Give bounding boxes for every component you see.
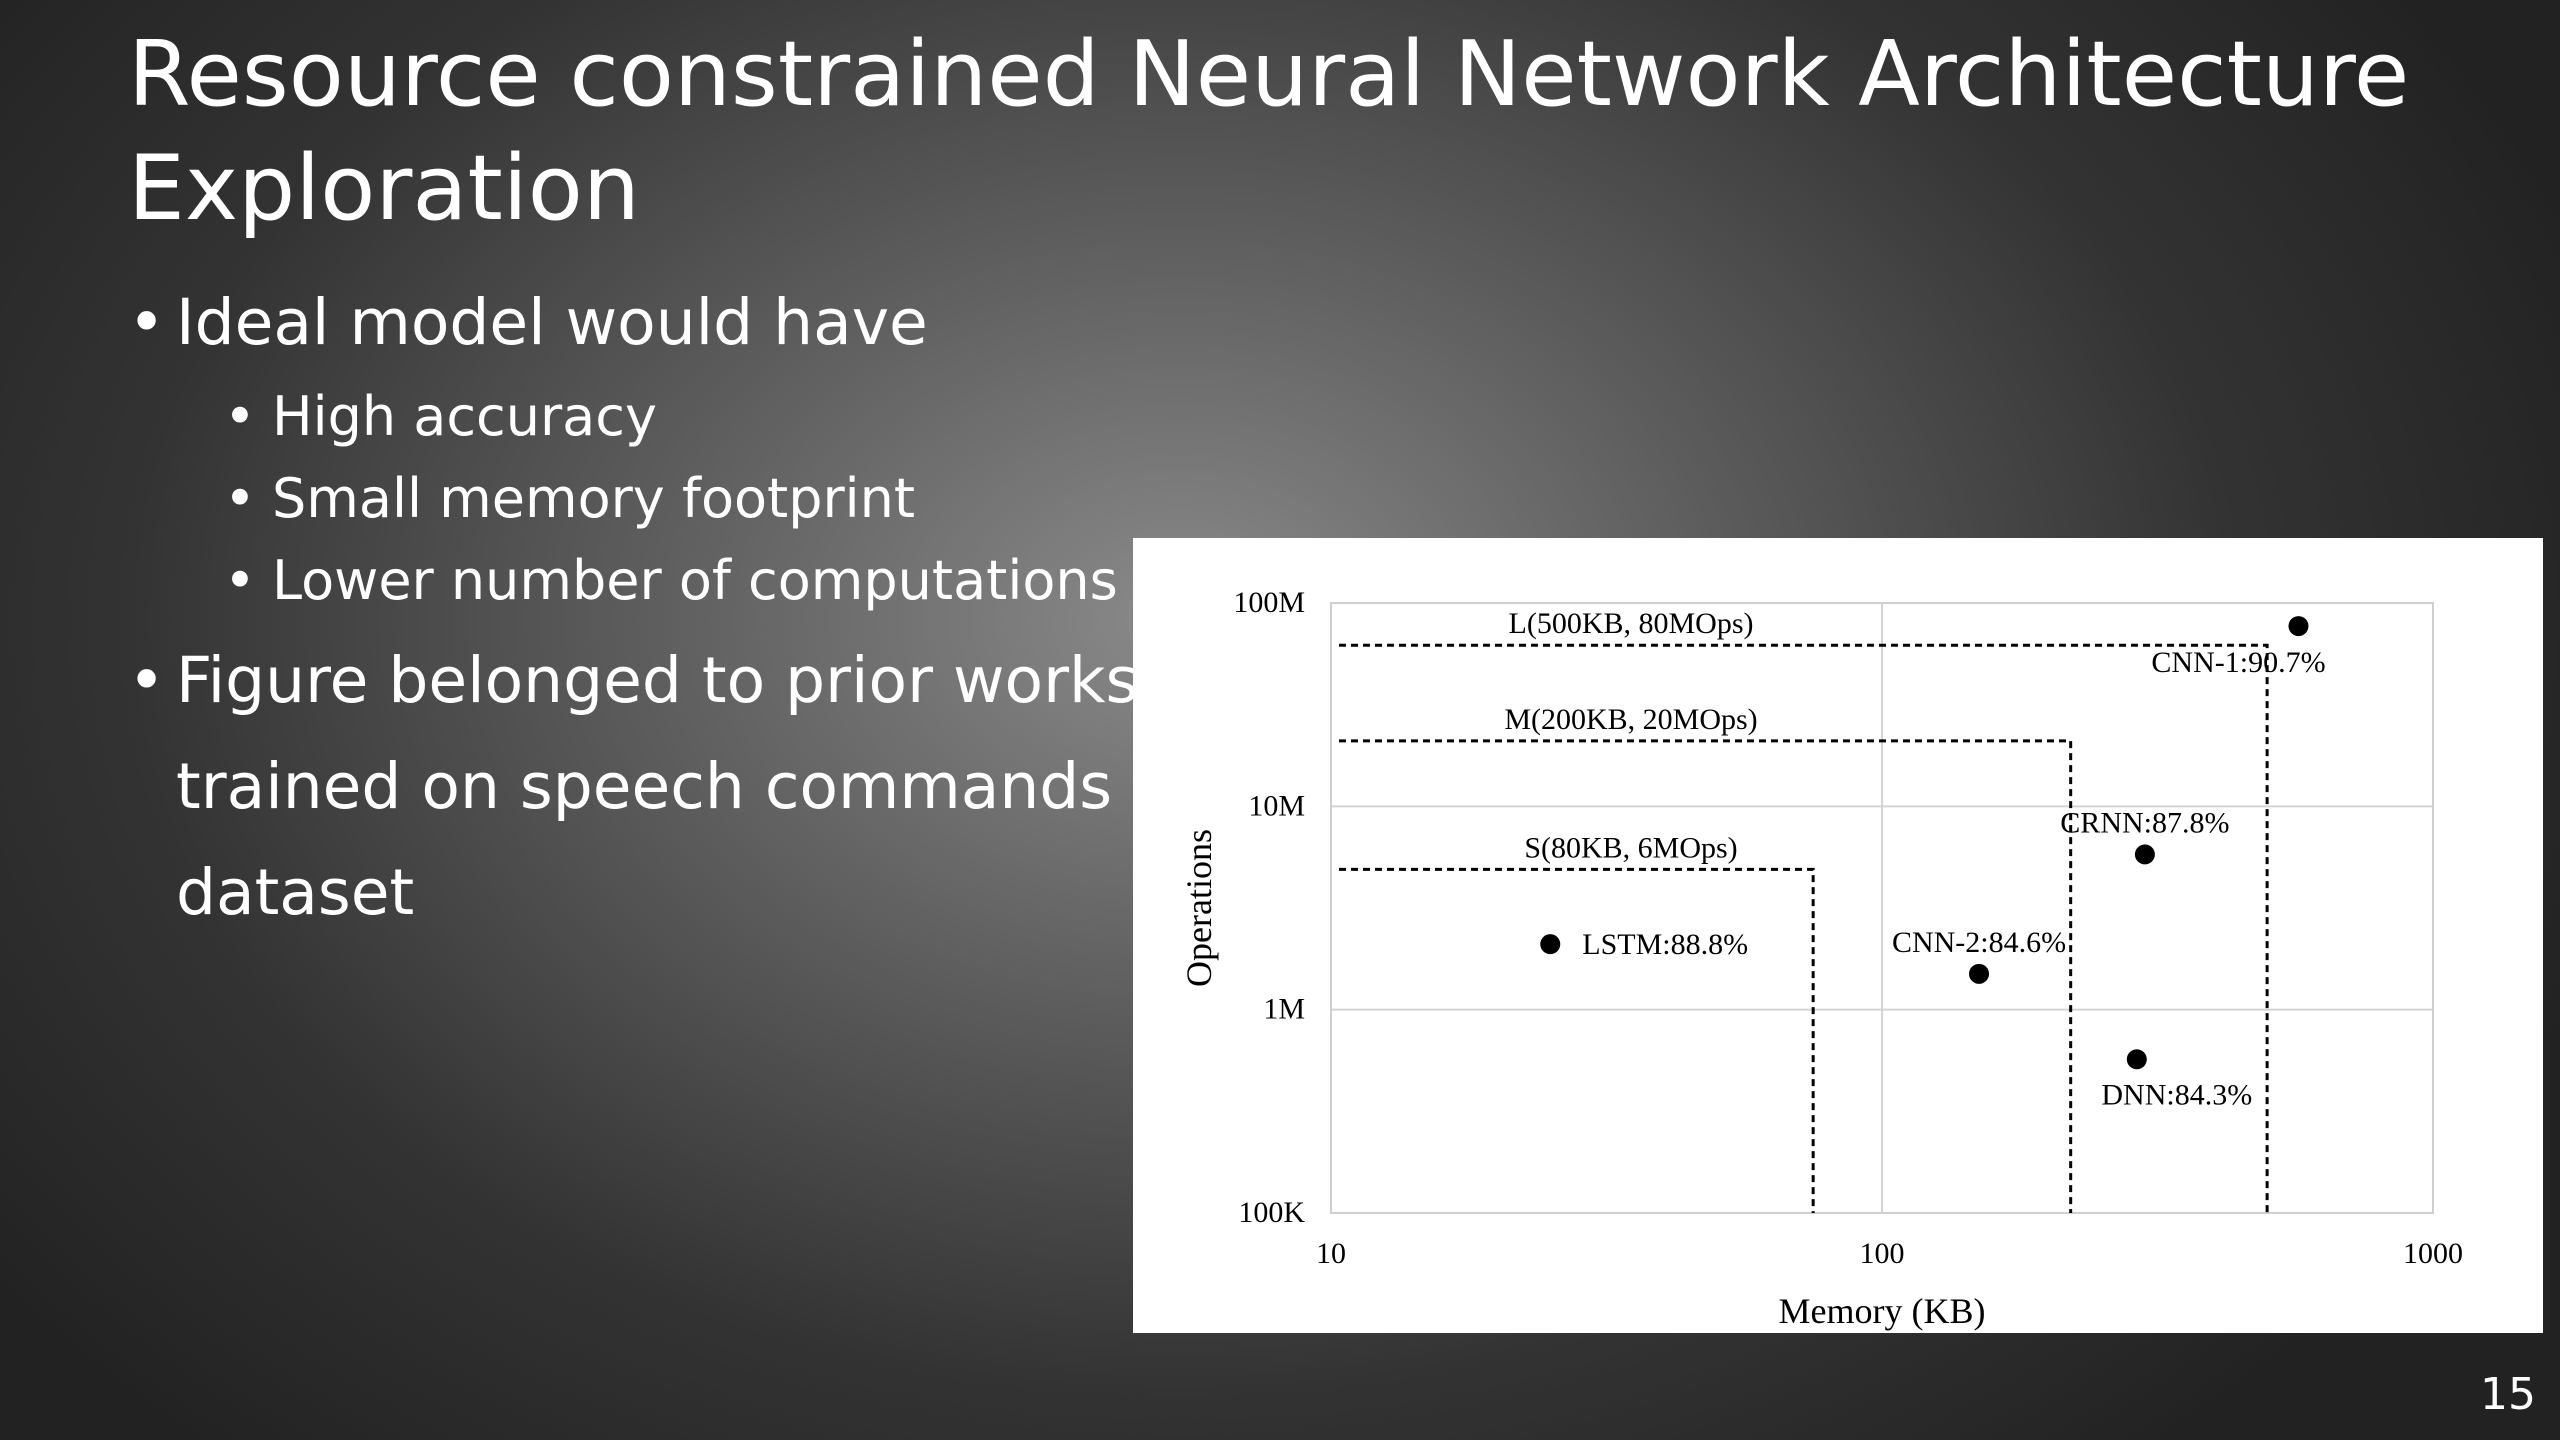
point-label: DNN:84.3%	[2101, 1078, 2252, 1111]
data-point	[2126, 1049, 2147, 1070]
y-axis-label: Operations	[1179, 829, 1219, 987]
page-number: 15	[2480, 1369, 2536, 1420]
sub-bullet-memory: Small memory footprint	[128, 458, 1148, 540]
point-label: CNN-1:90.7%	[2151, 646, 2325, 679]
constraint-label: M(200KB, 20MOps)	[1504, 703, 1757, 736]
slide-title: Resource constrained Neural Network Arch…	[128, 22, 2410, 241]
constraint-label: S(80KB, 6MOps)	[1524, 831, 1737, 864]
data-point	[1540, 934, 1561, 955]
point-label: CRNN:87.8%	[2060, 806, 2229, 839]
y-tick-label: 1M	[1263, 993, 1305, 1026]
data-point	[2134, 844, 2155, 865]
bullet-figure-source: Figure belonged to prior works trained o…	[128, 628, 1148, 946]
data-point	[1969, 963, 1990, 984]
constraint-boundary	[1339, 643, 2269, 1213]
data-point	[2288, 616, 2309, 637]
bullet-list: Ideal model would have High accuracy Sma…	[128, 270, 1148, 946]
x-tick-label: 10	[1316, 1237, 1346, 1270]
constraint-boundary	[1339, 867, 1815, 1213]
bullet-ideal-model: Ideal model would have	[128, 270, 1148, 376]
plot-frame	[1330, 602, 2434, 1214]
x-tick-label: 1000	[2403, 1237, 2463, 1270]
sub-bullet-computations: Lower number of computations	[128, 540, 1148, 622]
y-tick-label: 10M	[1248, 789, 1305, 822]
x-axis-label: Memory (KB)	[1779, 1291, 1986, 1331]
sub-bullet-accuracy: High accuracy	[128, 376, 1148, 458]
x-tick-label: 100	[1860, 1237, 1905, 1270]
constraint-boundary	[1339, 739, 2073, 1213]
y-tick-label: 100M	[1233, 586, 1305, 619]
point-label: LSTM:88.8%	[1582, 928, 1748, 961]
y-tick-label: 100K	[1238, 1196, 1305, 1229]
constraint-label: L(500KB, 80MOps)	[1509, 607, 1754, 640]
point-label: CNN-2:84.6%	[1892, 926, 2066, 959]
